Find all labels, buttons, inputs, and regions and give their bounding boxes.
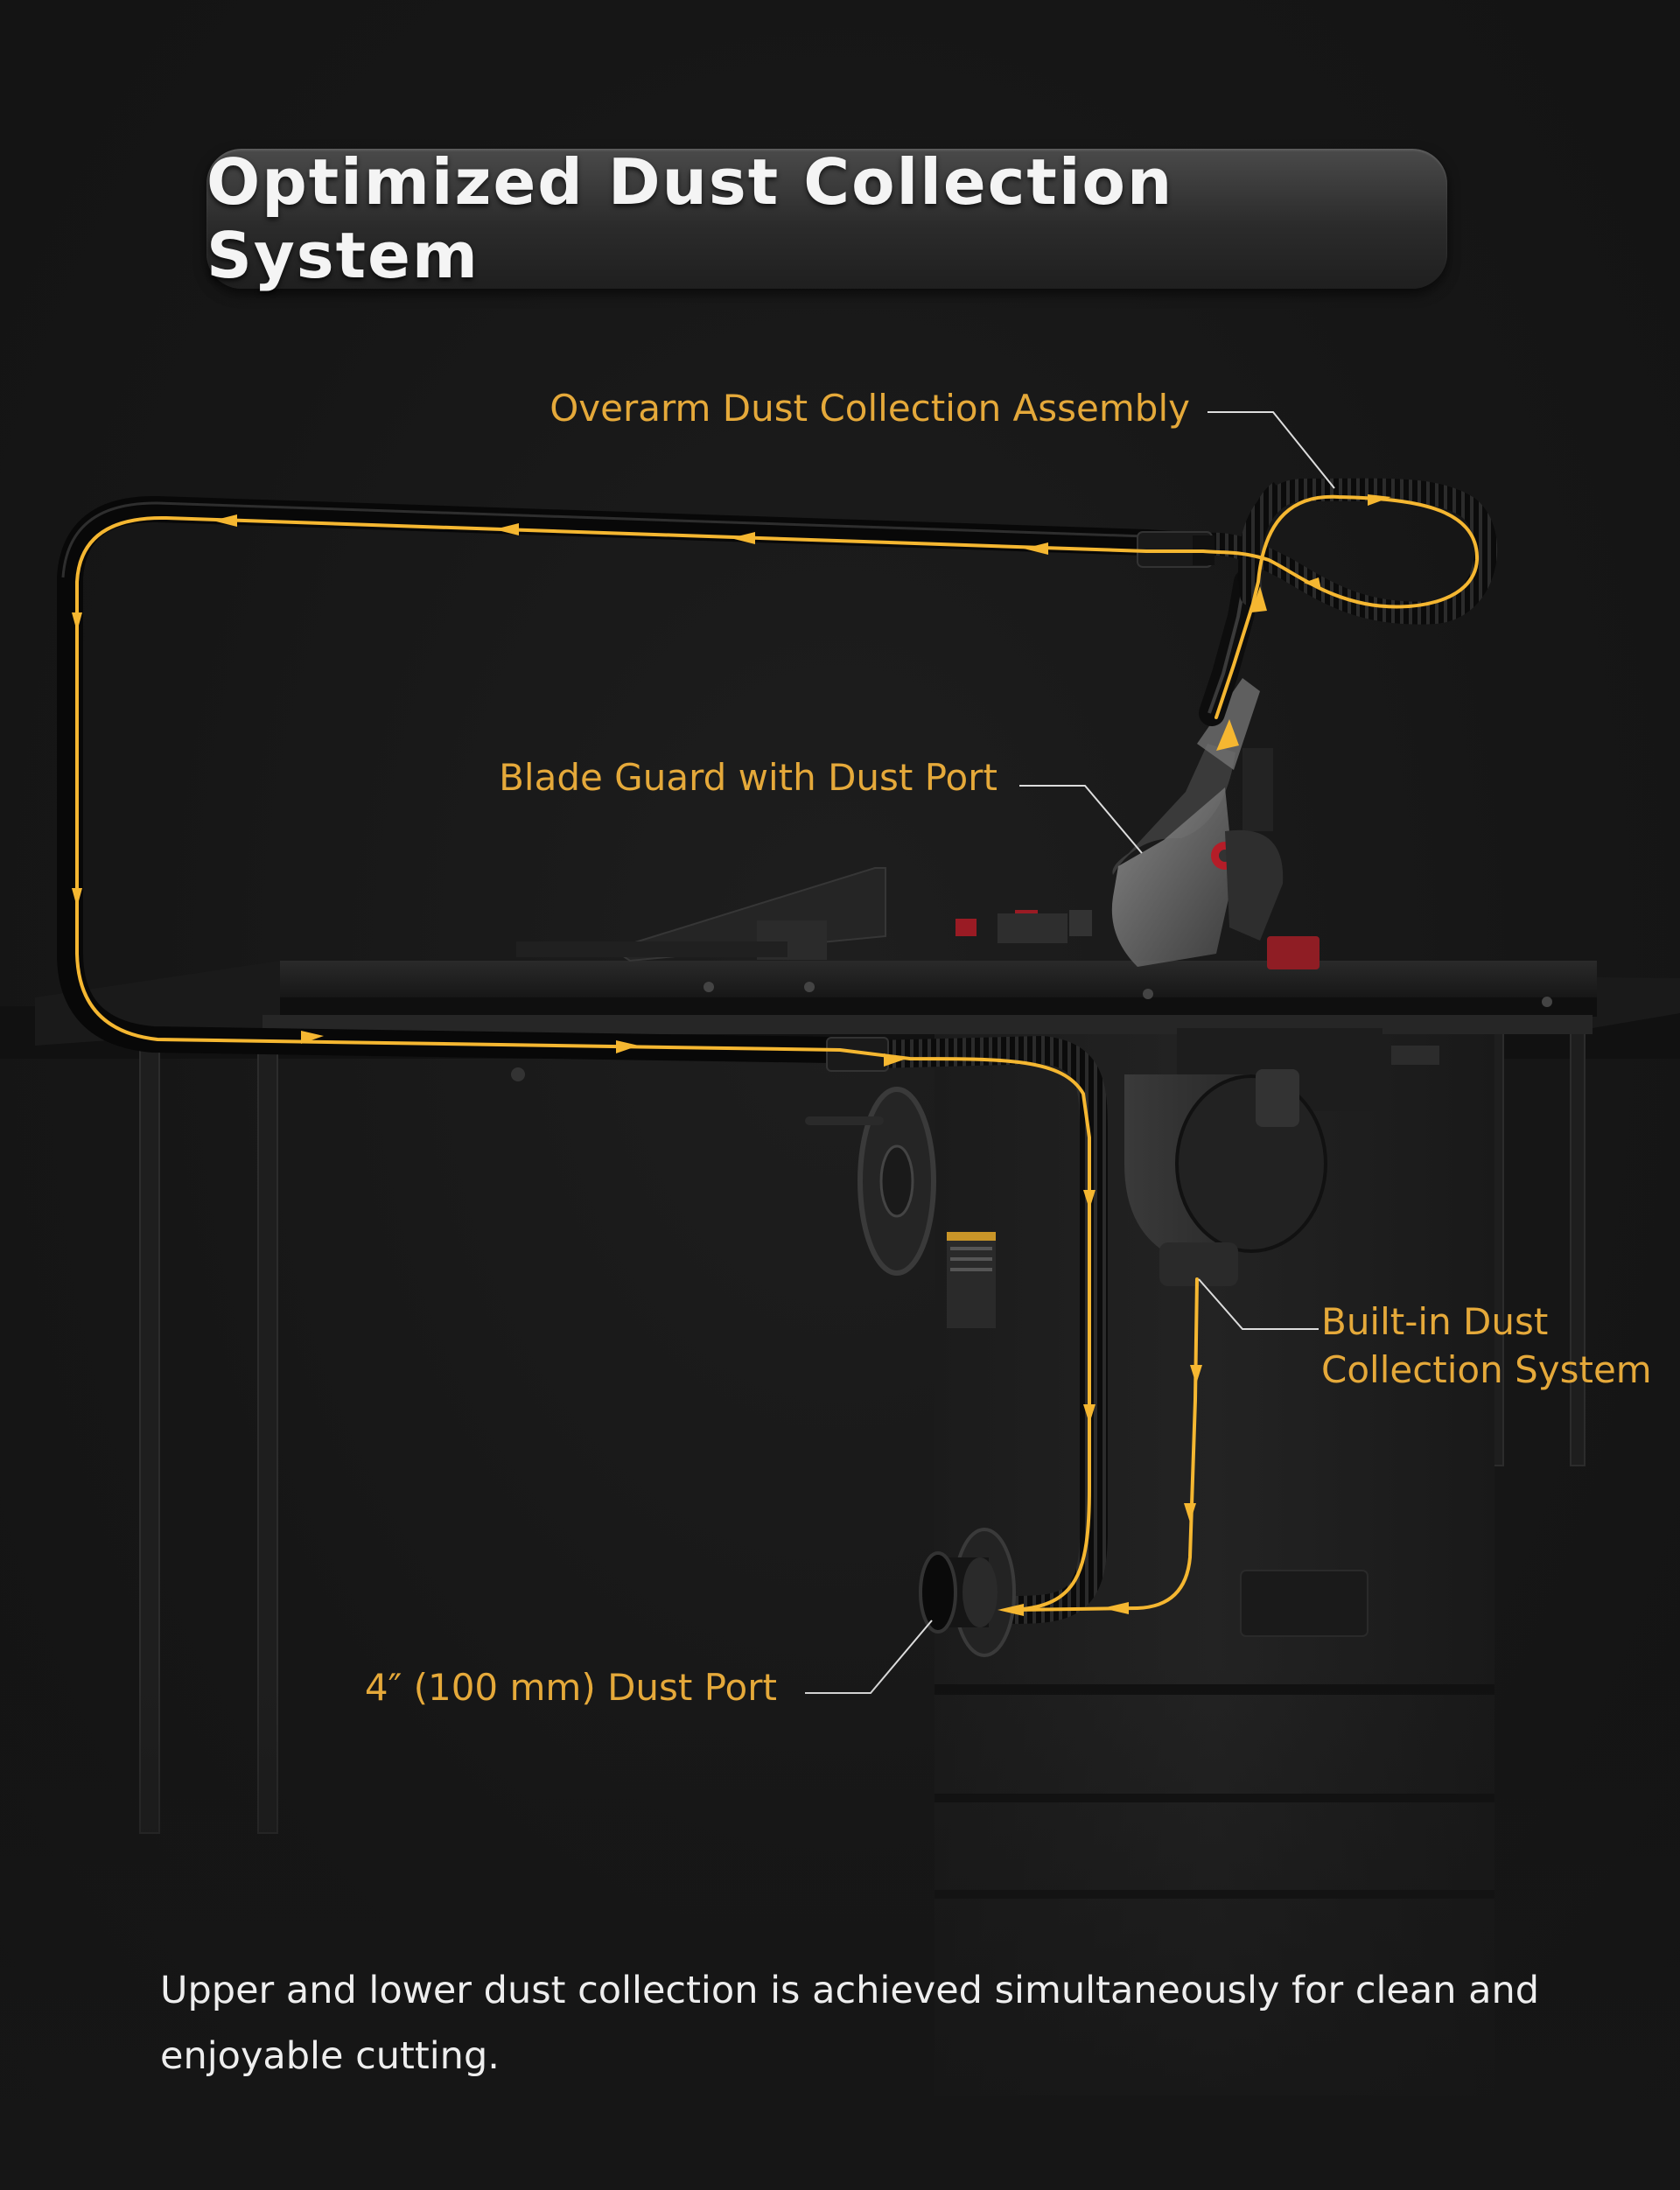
table-top [35,961,1680,1081]
motor-housing [1124,1028,1439,1286]
main-dust-port [919,1528,1016,1657]
dust-flow-lines [75,494,1480,1612]
overarm-hose-loop [1198,478,1498,625]
callout-built-in-line2: Collection System [1321,1347,1652,1391]
dust-flow-arrows [72,494,1391,1616]
callout-blade-guard: Blade Guard with Dust Port [499,756,998,799]
lower-hose [861,1035,1108,1624]
callout-built-in-dust-collection: Built-in Dust Collection System [1321,1298,1652,1394]
handwheel [805,1087,936,1276]
bottom-fade [0,1662,1680,2190]
page-title: Optimized Dust Collection System [206,145,1174,292]
title-banner: Optimized Dust Collection System [206,145,1447,292]
callout-dust-port: 4″ (100 mm) Dust Port [364,1666,777,1709]
caption-text: Upper and lower dust collection is achie… [160,1969,1540,2078]
callout-overarm-dust-collection: Overarm Dust Collection Assembly [550,387,1190,430]
callout-built-in-line1: Built-in Dust [1321,1300,1549,1343]
miter-gauge [516,867,1092,962]
blade-guard [1111,678,1320,969]
